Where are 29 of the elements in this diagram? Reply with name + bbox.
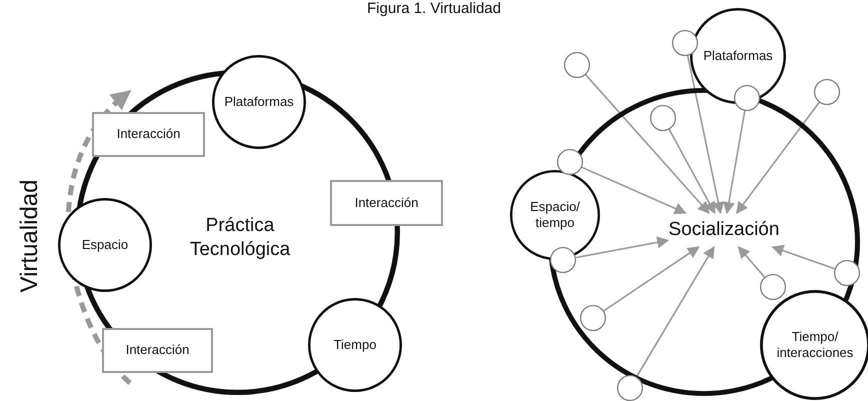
arrow (668, 129, 716, 214)
arrow (636, 246, 715, 378)
arrow (771, 244, 835, 270)
concept-circle: Espacio (58, 198, 152, 292)
arrow (576, 236, 670, 258)
vertical-label: Virtualidad (16, 178, 44, 294)
figure-title: Figura 1. Virtualidad (366, 0, 502, 18)
concept-circle: Plataformas (690, 8, 786, 104)
arrow (686, 56, 724, 214)
small-circle (564, 52, 590, 78)
concept-circle: Espacio/ tiempo (510, 170, 600, 260)
arrow (585, 74, 710, 214)
small-circle (617, 375, 643, 401)
concept-box: Interacción (330, 180, 443, 226)
concept-circle: Tiempo (308, 298, 402, 392)
small-circle (814, 79, 840, 105)
arrow (738, 246, 766, 278)
small-circle (672, 30, 698, 56)
arrow (722, 110, 746, 214)
arrow (582, 166, 687, 214)
small-circle (650, 105, 676, 131)
small-circle (580, 305, 606, 331)
center-label: Socialización (668, 213, 780, 247)
small-circle (734, 85, 760, 111)
small-circle (557, 149, 583, 175)
arrow (736, 102, 820, 214)
concept-circle: Plataformas (212, 55, 306, 149)
arrow (603, 246, 700, 312)
center-label: Práctica Tecnológica (185, 212, 295, 264)
